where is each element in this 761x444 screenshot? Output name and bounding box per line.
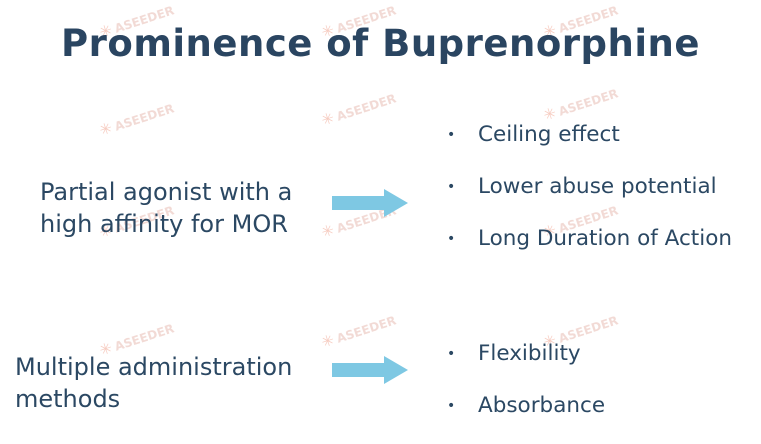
asterisk-logo-icon: ✳ [97, 118, 115, 140]
right-arrow-icon [332, 189, 408, 217]
bullet-text: Lower abuse potential [478, 174, 717, 199]
watermark: ✳ASEEDER [319, 313, 398, 352]
slide-title: Prominence of Buprenorphine [61, 22, 700, 65]
bullet-text: Absorbance [478, 393, 606, 418]
asterisk-logo-icon: ✳ [319, 330, 337, 352]
list-item: • Flexibility [447, 340, 605, 392]
row-2-bullet-list: • Flexibility • Absorbance [447, 340, 605, 444]
bullet-icon: • [447, 346, 456, 362]
bullet-icon: • [447, 231, 456, 247]
asterisk-logo-icon: ✳ [319, 220, 337, 242]
watermark: ✳ASEEDER [97, 101, 176, 140]
list-item: • Ceiling effect [447, 121, 732, 173]
row-2-left-text: Multiple administration methods [15, 353, 293, 413]
bullet-text: Long Duration of Action [478, 226, 732, 251]
list-item: • Absorbance [447, 392, 605, 444]
list-item: • Long Duration of Action [447, 225, 732, 277]
bullet-text: Flexibility [478, 341, 581, 366]
row-1-left-text: Partial agonist with a high affinity for… [40, 178, 293, 238]
bullet-icon: • [447, 398, 456, 414]
bullet-text: Ceiling effect [478, 122, 620, 147]
watermark: ✳ASEEDER [319, 91, 398, 130]
right-arrow-icon [332, 356, 408, 384]
bullet-icon: • [447, 127, 456, 143]
row-1-bullet-list: • Ceiling effect • Lower abuse potential •… [447, 121, 732, 277]
watermark: ✳ASEEDER [541, 86, 620, 125]
asterisk-logo-icon: ✳ [319, 108, 337, 130]
bullet-icon: • [447, 179, 456, 195]
list-item: • Lower abuse potential [447, 173, 732, 225]
